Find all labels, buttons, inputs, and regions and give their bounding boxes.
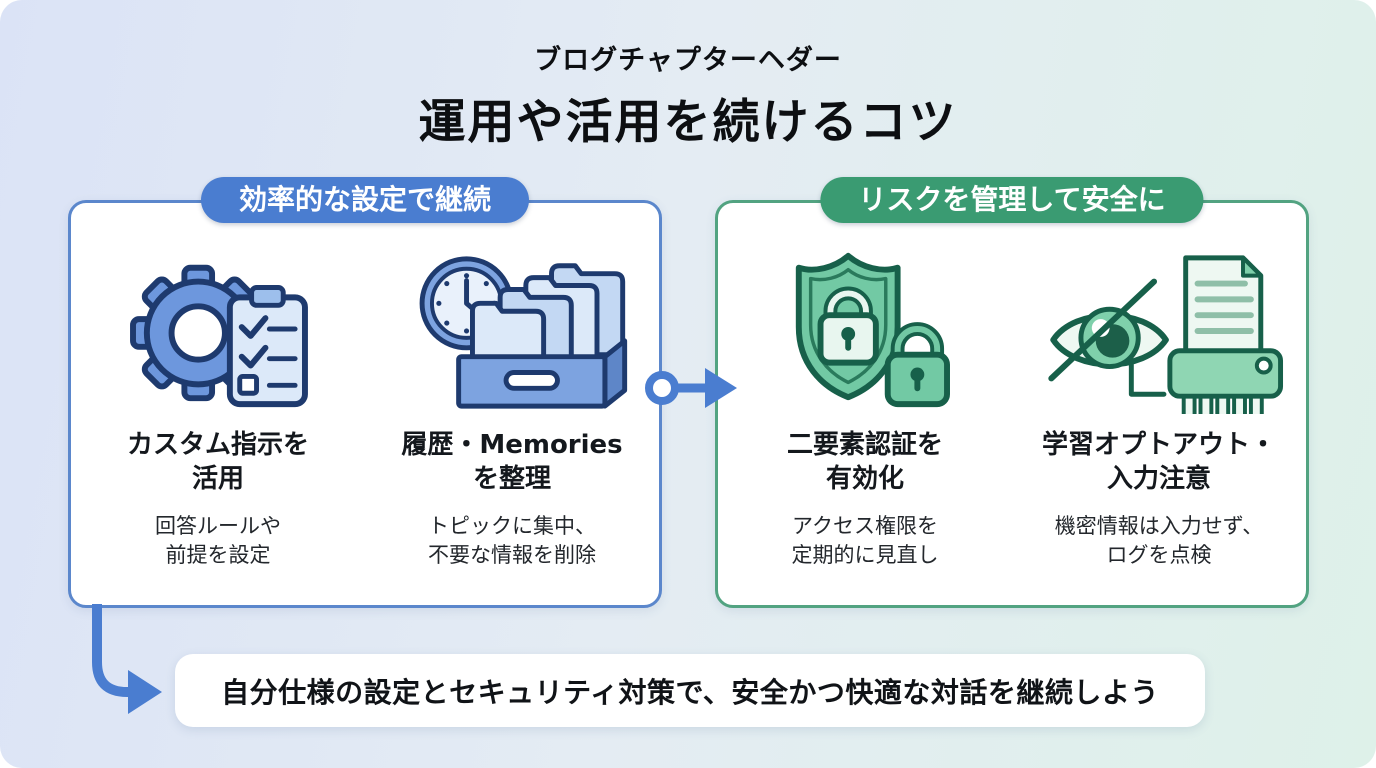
item-two-factor: 二要素認証を 有効化 アクセス権限を 定期的に見直し bbox=[718, 245, 1012, 605]
item-custom-instructions: カスタム指示を 活用 回答ルールや 前提を設定 bbox=[71, 245, 365, 605]
conclusion-banner: 自分仕様の設定とセキュリティ対策で、安全かつ快適な対話を継続しよう bbox=[175, 654, 1205, 727]
item-description: アクセス権限を 定期的に見直し bbox=[791, 513, 939, 567]
gear-checklist-icon bbox=[71, 245, 365, 415]
eye-optout-shredder-icon bbox=[1012, 245, 1306, 415]
conclusion-arrow-icon bbox=[92, 604, 162, 714]
item-heading: 履歴・Memories を整理 bbox=[401, 430, 623, 494]
item-heading: 二要素認証を 有効化 bbox=[786, 430, 943, 494]
item-description: 回答ルールや 前提を設定 bbox=[155, 513, 281, 567]
item-heading: カスタム指示を 活用 bbox=[126, 430, 309, 494]
conclusion-text: 自分仕様の設定とセキュリティ対策で、安全かつ快適な対話を継続しよう bbox=[221, 675, 1159, 709]
item-description: 機密情報は入力せず、 ログを点検 bbox=[1054, 513, 1264, 567]
clock-archive-icon bbox=[365, 245, 659, 415]
item-description: トピックに集中、 不要な情報を削除 bbox=[428, 513, 596, 567]
item-heading: 学習オプトアウト・ 入力注意 bbox=[1041, 430, 1276, 494]
item-optout-caution: 学習オプトアウト・ 入力注意 機密情報は入力せず、 ログを点検 bbox=[1012, 245, 1306, 605]
panel-settings: 効率的な設定で継続 bbox=[68, 177, 662, 608]
panel-settings-badge: 効率的な設定で継続 bbox=[200, 177, 530, 223]
shield-lock-icon bbox=[718, 245, 1012, 415]
panel-security-badge: リスクを管理して安全に bbox=[820, 177, 1204, 223]
header-eyebrow: ブログチャプターヘダー bbox=[534, 45, 842, 76]
header: ブログチャプターヘダー 運用や活用を続けるコツ bbox=[0, 38, 1376, 152]
item-history-memories: 履歴・Memories を整理 トピックに集中、 不要な情報を削除 bbox=[365, 245, 659, 605]
panel-connector-arrow-icon bbox=[645, 368, 737, 408]
panel-settings-body: カスタム指示を 活用 回答ルールや 前提を設定 bbox=[71, 203, 659, 605]
page-title: 運用や活用を続けるコツ bbox=[418, 95, 958, 150]
panel-security-body: 二要素認証を 有効化 アクセス権限を 定期的に見直し bbox=[718, 203, 1306, 605]
panel-security: リスクを管理して安全に bbox=[715, 177, 1309, 608]
